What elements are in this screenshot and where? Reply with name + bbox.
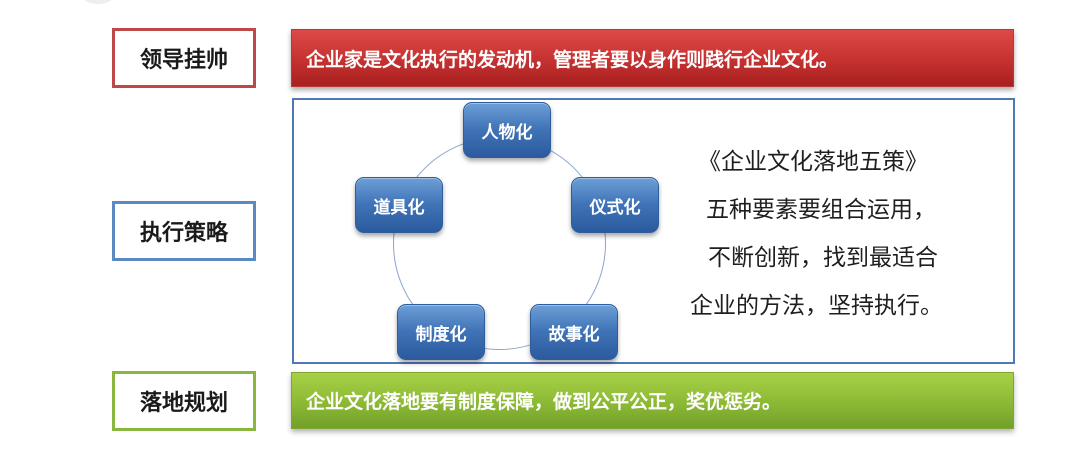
planning-statement-bar: 企业文化落地要有制度保障，做到公平公正，奖优惩劣。 [291,372,1014,429]
strategy-text-line: 五种要素要组合运用， [706,197,936,223]
cycle-node-ritualization: 仪式化 [571,177,659,233]
planning-label: 落地规划 [112,371,256,431]
cycle-node-storytelling: 故事化 [530,304,618,360]
strategy-label: 执行策略 [112,201,256,261]
strategy-text-title: 《企业文化落地五策》 [698,149,928,175]
corner-decoration [75,0,121,4]
strategy-description: 《企业文化落地五策》 五种要素要组合运用， 不断创新，找到最适合 企业的方法，坚… [676,138,996,330]
cycle-node-personification: 人物化 [463,102,551,158]
leadership-label: 领导挂帅 [112,28,256,88]
cycle-node-props: 道具化 [355,177,443,233]
cycle-node-institutionalization: 制度化 [397,304,485,360]
strategy-text-line: 不断创新，找到最适合 [708,245,938,271]
strategy-text-line: 企业的方法，坚持执行。 [690,293,943,319]
leadership-statement-bar: 企业家是文化执行的发动机，管理者要以身作则践行企业文化。 [291,29,1014,87]
